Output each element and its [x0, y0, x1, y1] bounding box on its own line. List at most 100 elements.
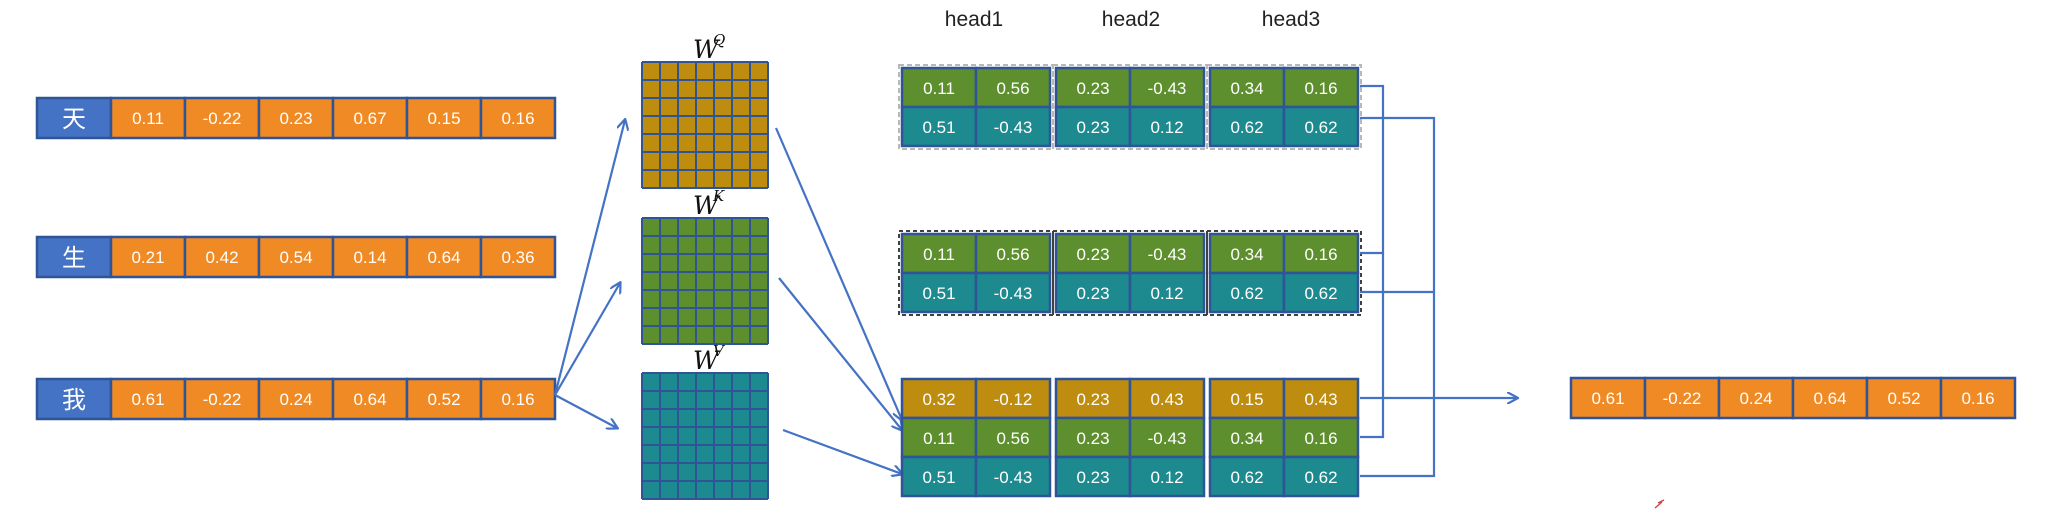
head-value: 0.56 [996, 429, 1029, 448]
output-value: 0.52 [1887, 389, 1920, 408]
head-value: 0.16 [1304, 79, 1337, 98]
embedding-cell [331, 377, 409, 421]
head-value: -0.12 [994, 390, 1033, 409]
head-cell [900, 455, 978, 498]
head-value: 0.23 [1076, 284, 1109, 303]
head-cell [900, 271, 978, 314]
head-value: 0.34 [1230, 79, 1263, 98]
head-value: 0.23 [1076, 79, 1109, 98]
token-char: 生 [62, 244, 86, 272]
head-cell [1282, 455, 1360, 498]
embedding-cell [183, 96, 261, 140]
head-value: 0.16 [1304, 429, 1337, 448]
head-value: -0.43 [1148, 429, 1187, 448]
embedding-cell [331, 96, 409, 140]
weight-matrix-k: WK [641, 187, 769, 345]
token-char: 天 [62, 105, 86, 133]
head-cell [974, 455, 1052, 498]
head-cell [974, 416, 1052, 459]
head-value: 0.43 [1150, 390, 1183, 409]
token-char-box [35, 96, 113, 140]
head-blocks: 0.11 0.56 0.23 -0.43 0.34 0.16 0.51 -0.43 0.23 0.… [898, 64, 1362, 498]
output-value: 0.61 [1591, 389, 1624, 408]
head-value: -0.43 [1148, 79, 1187, 98]
head-value: 0.12 [1150, 118, 1183, 137]
embedding-cell [405, 377, 483, 421]
head-value: 0.43 [1304, 390, 1337, 409]
head-label-1: head1 [945, 8, 1003, 31]
conn-q-teal [1360, 116, 1436, 478]
embedding-cell [109, 235, 187, 279]
embedding-value: 0.16 [501, 390, 534, 409]
head-value: 0.15 [1230, 390, 1263, 409]
conn-q-green [1360, 84, 1385, 439]
embedding-value: 0.36 [501, 248, 534, 267]
head-value: 0.23 [1076, 390, 1109, 409]
weight-label-sup: V [713, 342, 726, 360]
head-cell [974, 66, 1052, 109]
head-value: 0.32 [922, 390, 955, 409]
embedding-value: 0.64 [353, 390, 386, 409]
embedding-value: 0.24 [279, 390, 312, 409]
token-char: 我 [62, 386, 86, 414]
weight-matrix-fill [642, 62, 768, 188]
head-cell [900, 416, 978, 459]
head-cell [1054, 271, 1132, 314]
head-value: 0.23 [1076, 118, 1109, 137]
head-cell [900, 377, 978, 420]
weight-matrix-fill [642, 373, 768, 499]
embedding-value: 0.67 [353, 109, 386, 128]
head-value: 0.51 [922, 118, 955, 137]
weight-label-base: W [693, 35, 721, 64]
arrow-to-wq [553, 120, 625, 396]
head-cell [1128, 232, 1206, 275]
head-value: 0.11 [923, 429, 955, 448]
embedding-cell [479, 377, 557, 421]
head-value: 0.62 [1304, 284, 1337, 303]
output-value: 0.64 [1813, 389, 1846, 408]
output-cell [1939, 376, 2017, 420]
arrow-from-wq [774, 127, 902, 420]
head-labels: head1 head2 head3 [945, 8, 1320, 31]
head-value: 0.56 [996, 245, 1029, 264]
embedding-value: -0.22 [203, 390, 242, 409]
head-cell [1054, 377, 1132, 420]
head-value: -0.43 [994, 118, 1033, 137]
head-group-outline [1206, 230, 1362, 316]
head-value: -0.43 [994, 468, 1033, 487]
embedding-value: -0.22 [203, 109, 242, 128]
head-label-3: head3 [1262, 8, 1320, 31]
embedding-value: 0.16 [501, 109, 534, 128]
embedding-cell [183, 377, 261, 421]
weight-label-base: W [693, 191, 721, 220]
head-value: 0.62 [1304, 118, 1337, 137]
arrow-to-wv [554, 394, 617, 428]
head-cell [1054, 455, 1132, 498]
embedding-cell [479, 96, 557, 140]
head-value: 0.62 [1230, 284, 1263, 303]
head-value: -0.43 [994, 284, 1033, 303]
head-cell [974, 105, 1052, 148]
head-label-2: head2 [1102, 8, 1160, 31]
head-cell [1128, 455, 1206, 498]
weight-arrows [774, 127, 902, 474]
head-group-outline [1206, 64, 1362, 150]
head-cell [1054, 416, 1132, 459]
output-value: 0.16 [1961, 389, 1994, 408]
head-value: 0.51 [922, 284, 955, 303]
head-cell [1128, 271, 1206, 314]
arrow-from-wv [782, 428, 902, 474]
output-cell [1717, 376, 1795, 420]
embedding-cell [479, 235, 557, 279]
head-value: 0.16 [1304, 245, 1337, 264]
embedding-cell [109, 377, 187, 421]
embedding-value: 0.23 [279, 109, 312, 128]
head-value: 0.62 [1230, 468, 1263, 487]
embedding-value: 0.15 [427, 109, 460, 128]
